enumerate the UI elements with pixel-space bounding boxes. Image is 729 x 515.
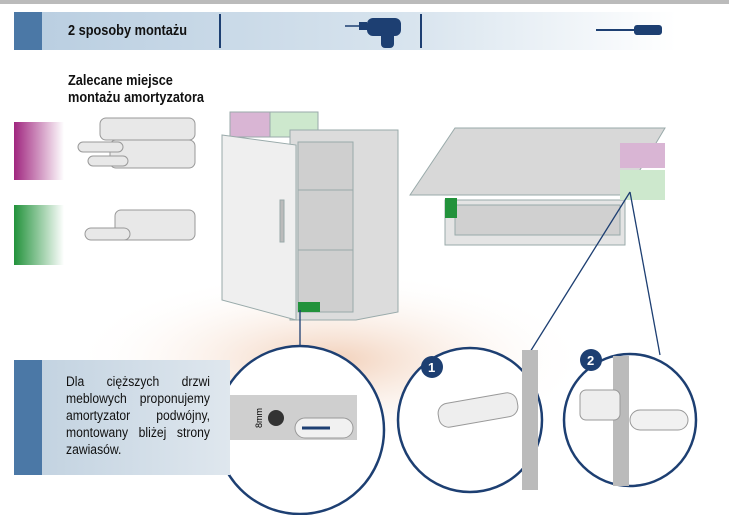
subtitle-line-1: Zalecane miejsce bbox=[68, 72, 173, 89]
detail-circle-measure: 8mm bbox=[214, 344, 386, 515]
measure-label: 8mm bbox=[254, 408, 264, 428]
double-damper-image bbox=[77, 117, 196, 169]
note-panel: Dla cięższych drzwi meblowych proponujem… bbox=[14, 360, 230, 475]
note-text: Dla cięższych drzwi meblowych proponujem… bbox=[66, 374, 210, 457]
base-cabinet bbox=[221, 111, 399, 321]
green-swatch bbox=[14, 205, 64, 265]
single-damper-image bbox=[84, 209, 196, 241]
header-band bbox=[14, 12, 676, 50]
divider bbox=[420, 14, 422, 48]
screwdriver-icon bbox=[596, 25, 662, 35]
header-accent bbox=[14, 12, 42, 50]
subtitle-line-2: montażu amortyzatora bbox=[68, 89, 205, 106]
wall-cabinet bbox=[409, 127, 666, 246]
divider bbox=[219, 14, 221, 48]
section-title: 2 sposoby montażu bbox=[68, 22, 188, 39]
drill-icon bbox=[345, 18, 401, 48]
magenta-swatch bbox=[14, 122, 64, 180]
step-1-badge: 1 bbox=[428, 360, 435, 375]
detail-circle-step1: 1 bbox=[396, 346, 544, 494]
note-accent bbox=[14, 360, 42, 475]
detail-circle-step2: 2 bbox=[562, 349, 698, 488]
step-2-badge: 2 bbox=[587, 353, 594, 368]
